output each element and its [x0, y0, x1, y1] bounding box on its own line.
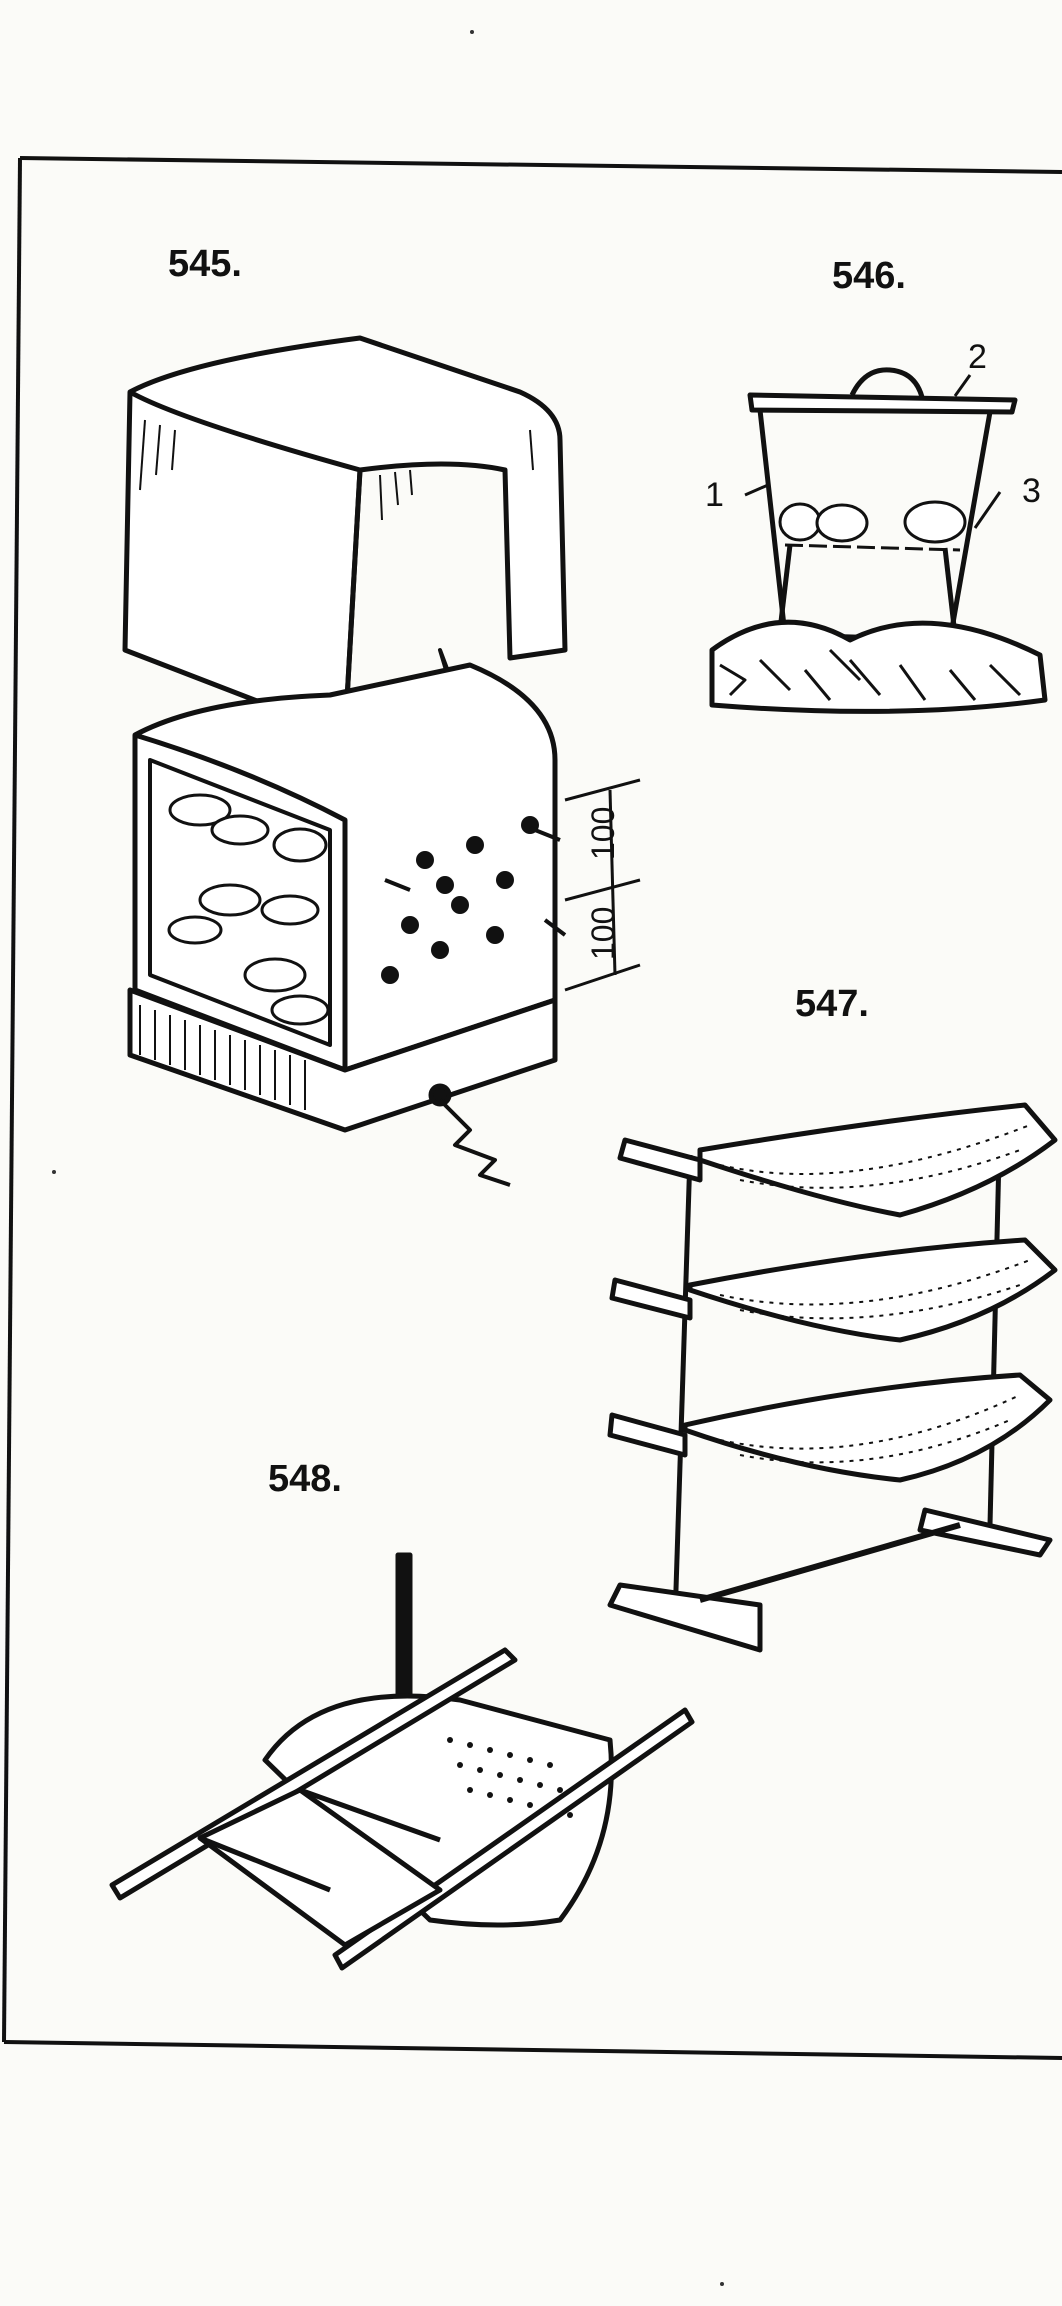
callout-2: 2	[968, 338, 987, 376]
figure-547-label: 547.	[795, 983, 869, 1025]
figure-547-drawing	[607, 1102, 1058, 1653]
figure-545-label: 545.	[168, 243, 242, 285]
speck	[720, 2282, 724, 2286]
callout-1: 1	[705, 476, 724, 514]
figure-546-drawing	[709, 367, 1048, 714]
speck	[52, 1170, 56, 1174]
dimension-bottom: 100	[585, 906, 621, 960]
figure-545-drawing	[122, 335, 641, 1187]
callout-3: 3	[1022, 472, 1041, 510]
dimension-top: 100	[585, 806, 621, 860]
speck	[470, 30, 474, 34]
figure-548-label: 548.	[268, 1458, 342, 1500]
figure-546-label: 546.	[832, 255, 906, 297]
figure-548-drawing	[109, 1552, 695, 1971]
page-frame	[2, 156, 1062, 2060]
